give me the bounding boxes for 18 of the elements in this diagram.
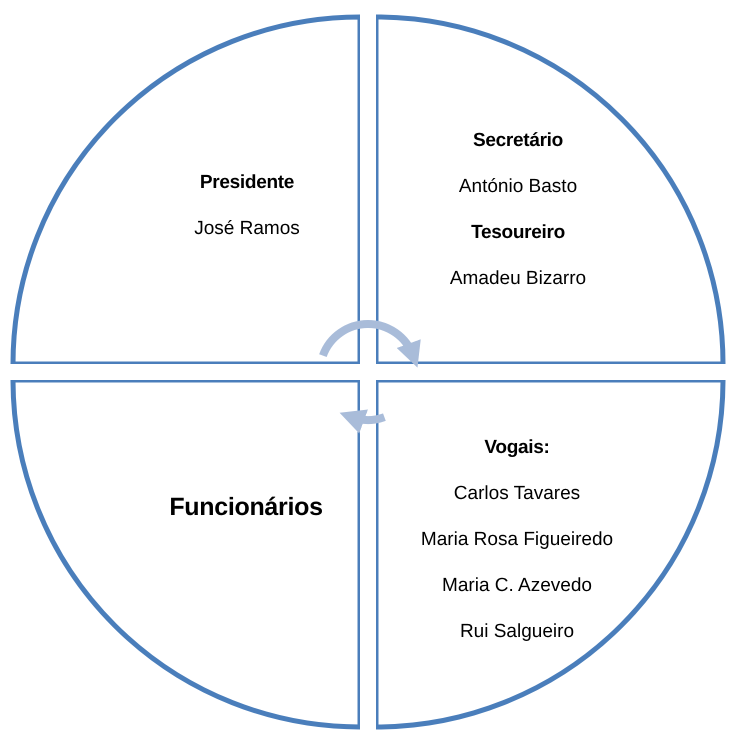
- role-title: Tesoureiro: [471, 221, 565, 245]
- quadrant-segment: [376, 14, 726, 364]
- role-title: Secretário: [473, 129, 563, 153]
- quadrant-segment: [10, 380, 360, 730]
- member-name: Carlos Tavares: [454, 482, 580, 506]
- quadrant-segment: [376, 380, 726, 730]
- member-name: Maria C. Azevedo: [442, 574, 592, 598]
- member-name: Rui Salgueiro: [460, 620, 574, 644]
- role-title: Vogais:: [484, 436, 550, 460]
- role-title: Presidente: [200, 171, 294, 195]
- member-name: Maria Rosa Figueiredo: [420, 528, 614, 552]
- curved-arrow: [339, 408, 386, 434]
- group-title: Funcionários: [169, 495, 323, 519]
- quadrant-segment: [10, 14, 360, 364]
- curved-arrow: [319, 320, 420, 368]
- member-name: Amadeu Bizarro: [450, 267, 586, 291]
- member-name: José Ramos: [194, 217, 300, 241]
- member-name: António Basto: [458, 175, 578, 199]
